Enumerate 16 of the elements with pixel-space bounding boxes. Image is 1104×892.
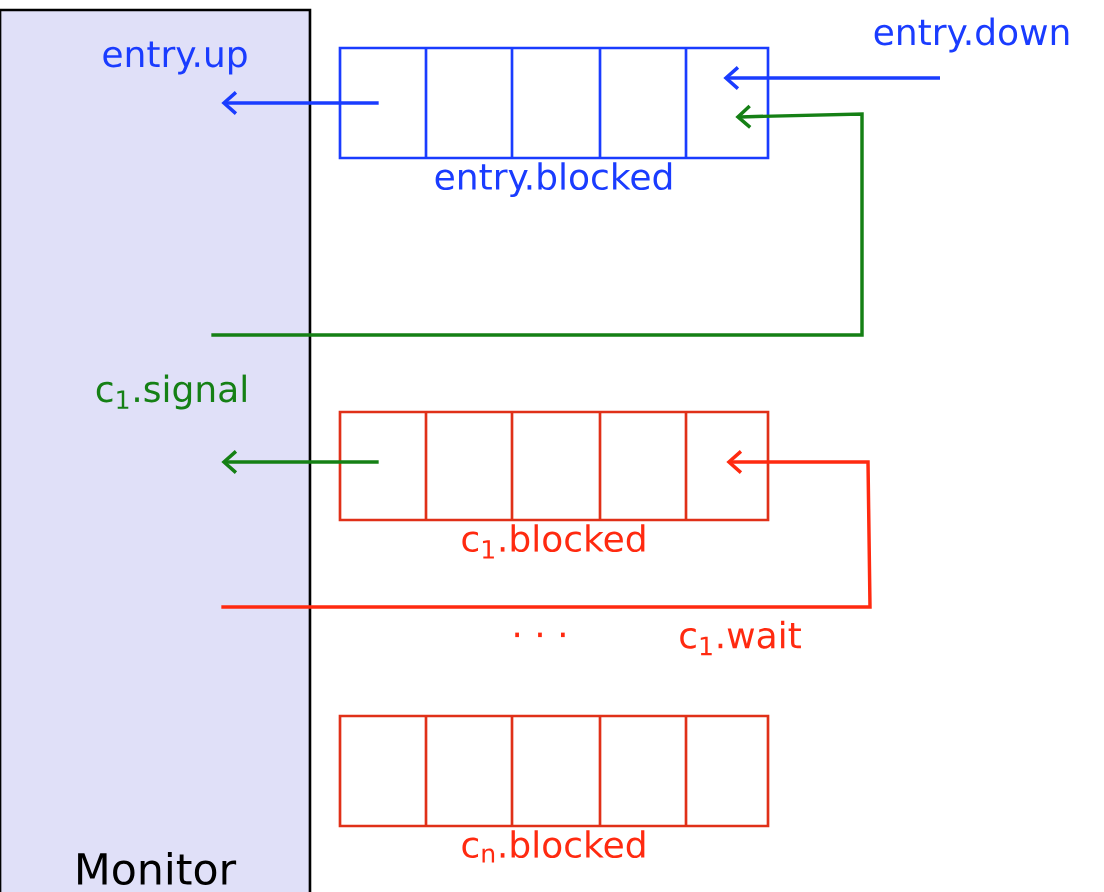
arrow [221, 450, 872, 609]
ellipsis: · · · [515, 632, 565, 638]
edge-label: c$_{1}$.signal [96, 374, 246, 410]
arrow [723, 66, 940, 90]
queue-box: c$_{n}$.blocked [338, 714, 770, 863]
edge-label: entry.down [874, 17, 1069, 53]
edge-label: c$_{1}$.wait [680, 620, 801, 656]
node-label: c$_{1}$.blocked [462, 524, 645, 559]
edge-label: entry.up [103, 41, 247, 75]
arrow [221, 91, 379, 115]
arrow [221, 450, 379, 474]
queue-box: entry.blocked [338, 46, 770, 198]
queue-box: c$_{1}$.blocked [338, 410, 770, 559]
node-label: c$_{n}$.blocked [462, 830, 645, 863]
node-label: entry.blocked [435, 162, 672, 198]
arrow [211, 104, 864, 337]
